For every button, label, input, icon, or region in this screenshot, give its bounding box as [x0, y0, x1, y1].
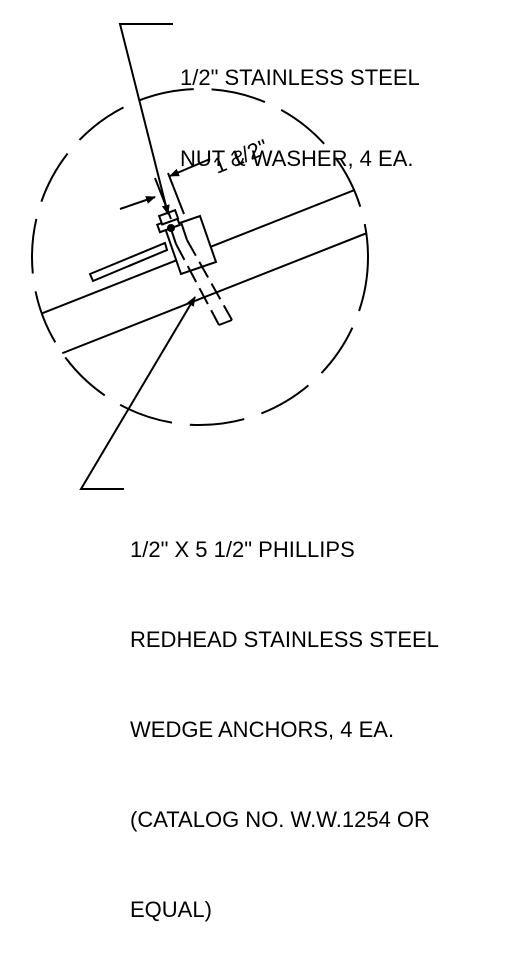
- callout-bottom-line-2: REDHEAD STAINLESS STEEL: [130, 627, 439, 652]
- callout-bottom-note: 1/2" X 5 1/2" PHILLIPS REDHEAD STAINLESS…: [130, 475, 439, 955]
- callout-bottom-line-1: 1/2" X 5 1/2" PHILLIPS: [130, 537, 355, 562]
- base-plate: [88, 241, 169, 283]
- nut-washer: [155, 208, 181, 234]
- detail-drawing: 1 1/2": [31, 23, 369, 490]
- top-leader: [118, 23, 173, 215]
- callout-bottom-line-3: WEDGE ANCHORS, 4 EA.: [130, 717, 395, 742]
- callout-top-line-1: 1/2" STAINLESS STEEL: [180, 65, 420, 90]
- bottom-leader: [79, 296, 196, 490]
- callout-top-note: 1/2" STAINLESS STEEL NUT & WASHER, 4 EA.: [180, 10, 420, 199]
- dimension-lines: [119, 158, 211, 220]
- detail-circle: [31, 88, 369, 426]
- callout-bottom-line-5: EQUAL): [130, 897, 212, 922]
- sloped-slab: [32, 179, 368, 363]
- callout-bottom-line-4: (CATALOG NO. W.W.1254 OR: [130, 807, 430, 832]
- wedge-anchor: [169, 221, 233, 326]
- callout-top-line-2: NUT & WASHER, 4 EA.: [180, 146, 414, 171]
